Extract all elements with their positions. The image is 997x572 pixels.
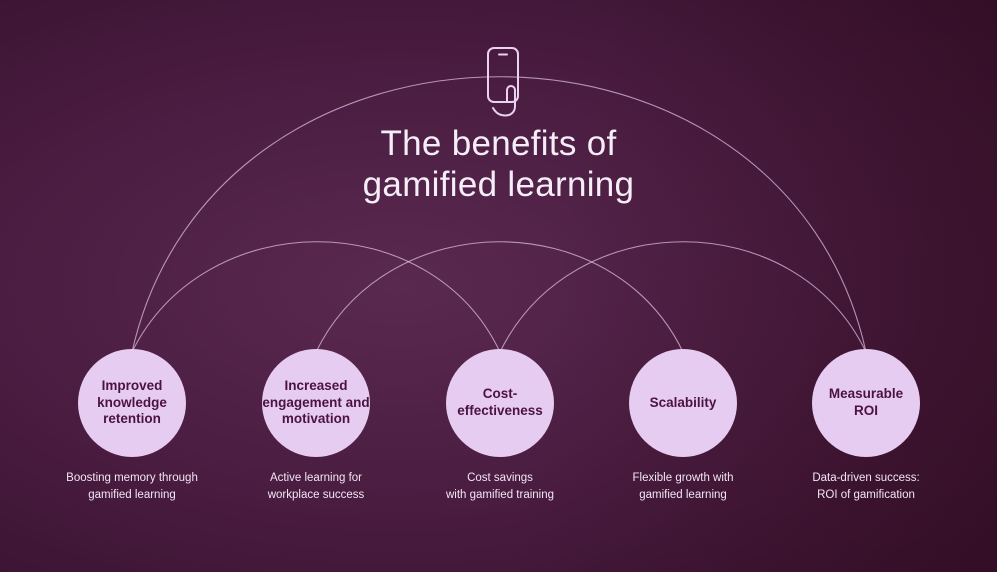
benefit-caption: Data-driven success: ROI of gamification [812, 472, 920, 502]
phone-body-icon [487, 47, 519, 103]
benefit-caption: Cost savings with gamified training [445, 472, 555, 502]
benefit-circle: Improved knowledge retention [78, 349, 186, 457]
benefit-group-increased-engagement: Increased engagement and motivation Acti… [226, 349, 406, 505]
benefit-label: Scalability [649, 394, 717, 410]
benefit-group-measurable-roi: Measurable ROI Data-driven success: ROI … [776, 349, 956, 505]
page-title: The benefits of gamified learning [362, 124, 635, 205]
arc-circle1-to-circle5 [131, 76, 867, 353]
benefit-circle: Measurable ROI [812, 349, 920, 457]
benefit-label: Increased engagement and motivation [262, 377, 370, 427]
benefit-group-cost-effectiveness: Cost- effectiveness Cost savings with ga… [410, 349, 590, 505]
benefit-label: Cost- effectiveness [457, 386, 543, 418]
benefit-group-improved-knowledge-retention: Improved knowledge retention Boosting me… [42, 349, 222, 505]
benefit-label: Measurable ROI [828, 386, 904, 418]
benefit-label: Improved knowledge retention [97, 377, 167, 427]
arc-circle3-to-circle5 [499, 241, 867, 353]
benefit-circle: Increased engagement and motivation [262, 349, 370, 457]
arc-circle1-to-circle3 [131, 241, 501, 353]
phone-in-hand-icon [477, 46, 533, 118]
benefit-caption: Boosting memory through gamified learnin… [66, 472, 198, 502]
benefit-group-scalability: Scalability Flexible growth with gamifie… [593, 349, 773, 505]
benefit-caption: Active learning for workplace success [267, 472, 365, 502]
benefit-caption: Flexible growth with gamified learning [632, 472, 734, 502]
arc-circle2-to-circle4 [315, 241, 684, 353]
benefit-circle: Cost- effectiveness [446, 349, 554, 457]
benefit-circle: Scalability [629, 349, 737, 457]
hand-icon [492, 85, 516, 117]
